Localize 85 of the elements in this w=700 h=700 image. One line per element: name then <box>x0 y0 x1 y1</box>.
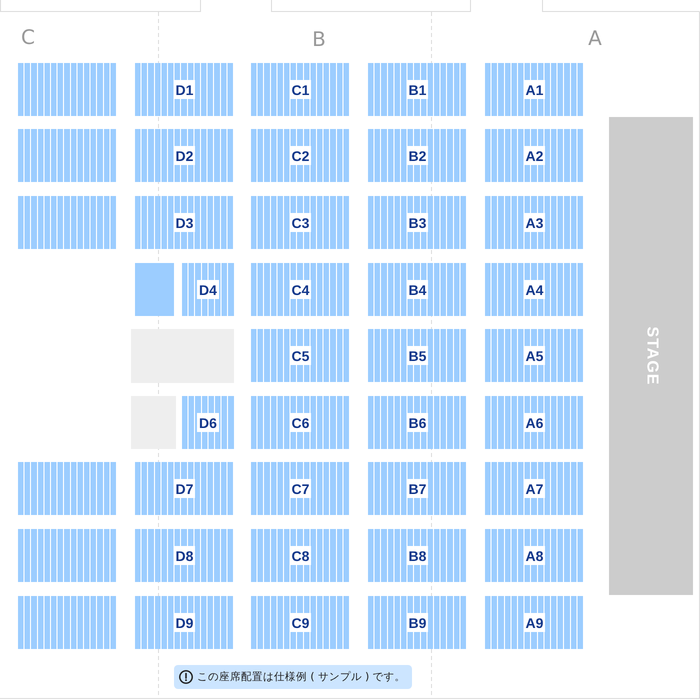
block-label: A8 <box>524 546 546 565</box>
seat-block <box>485 263 584 316</box>
block-label: B4 <box>406 280 428 299</box>
seat-block <box>368 396 467 449</box>
block-label: A6 <box>524 413 546 432</box>
seat-block <box>135 596 234 649</box>
block-label: A3 <box>524 213 546 232</box>
block-label: C5 <box>290 346 312 365</box>
seat-block <box>251 462 350 515</box>
seat-block <box>182 263 234 316</box>
blank-area <box>131 396 176 449</box>
seat-block <box>251 263 350 316</box>
block-label: D2 <box>174 146 196 165</box>
seat-block <box>251 196 350 249</box>
seat-block <box>135 529 234 582</box>
seat-block <box>18 596 117 649</box>
seat-block <box>368 129 467 182</box>
seat-block <box>135 462 234 515</box>
block-label: D9 <box>174 613 196 632</box>
block-label: D4 <box>197 280 219 299</box>
seat-block <box>18 63 117 116</box>
block-label: B9 <box>406 613 428 632</box>
seat-block <box>485 529 584 582</box>
block-label: C1 <box>290 80 312 99</box>
stage-area <box>609 117 693 595</box>
seat-block <box>251 529 350 582</box>
seat-block <box>135 196 234 249</box>
zone-label: B <box>312 29 326 49</box>
block-label: C8 <box>290 546 312 565</box>
block-label: D1 <box>174 80 196 99</box>
seat-block <box>368 196 467 249</box>
seat-block <box>251 596 350 649</box>
block-label: C7 <box>290 479 312 498</box>
seat-block <box>182 396 234 449</box>
block-label: B3 <box>406 213 428 232</box>
block-label: A9 <box>524 613 546 632</box>
block-label: A5 <box>524 346 546 365</box>
zone-label: C <box>21 27 35 47</box>
block-label: D7 <box>174 479 196 498</box>
seat-block <box>485 196 584 249</box>
block-label: B5 <box>406 346 428 365</box>
seat-block <box>251 63 350 116</box>
block-label: C6 <box>290 413 312 432</box>
seat-block <box>251 329 350 382</box>
seat-block <box>368 596 467 649</box>
block-label: B7 <box>406 479 428 498</box>
seat-block <box>135 129 234 182</box>
seat-block <box>135 63 234 116</box>
block-label: C4 <box>290 280 312 299</box>
block-label: A1 <box>524 80 546 99</box>
block-label: D8 <box>174 546 196 565</box>
seat-block <box>368 329 467 382</box>
seat-block <box>485 329 584 382</box>
blank-area <box>131 329 234 383</box>
seat-block <box>251 129 350 182</box>
block-label: B1 <box>406 80 428 99</box>
seat-block <box>485 596 584 649</box>
block-label: A4 <box>524 280 546 299</box>
zone-label: A <box>588 28 602 48</box>
seat-block <box>368 529 467 582</box>
seat-block <box>18 196 117 249</box>
block-label: A7 <box>524 479 546 498</box>
notice-box <box>174 665 412 689</box>
seat-block <box>18 462 117 515</box>
block-label: B6 <box>406 413 428 432</box>
block-label: A2 <box>524 146 546 165</box>
seat-block <box>485 63 584 116</box>
block-label: C9 <box>290 613 312 632</box>
block-label: D3 <box>174 213 196 232</box>
seat-block <box>485 129 584 182</box>
seat-block <box>135 263 174 316</box>
block-label: C2 <box>290 146 312 165</box>
block-label: B8 <box>406 546 428 565</box>
block-label: D6 <box>197 413 219 432</box>
seat-block <box>368 63 467 116</box>
seat-block <box>18 529 117 582</box>
seat-block <box>368 263 467 316</box>
block-label: C3 <box>290 213 312 232</box>
block-label: B2 <box>406 146 428 165</box>
seat-block <box>485 462 584 515</box>
seat-block <box>485 396 584 449</box>
seat-block <box>251 396 350 449</box>
notice-text: この座席配置は仕様例 ( サンプル ) です。 <box>197 670 406 684</box>
seat-block <box>368 462 467 515</box>
seat-block <box>18 129 117 182</box>
